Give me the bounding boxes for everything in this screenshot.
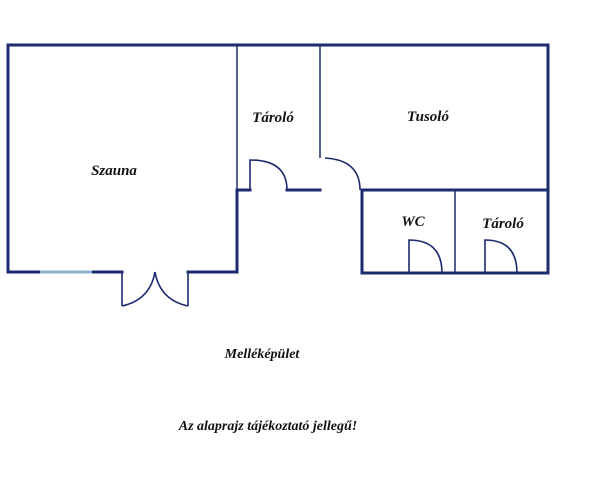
outer-wall-top-left (6, 43, 550, 275)
outer-walls (6, 43, 550, 275)
room-label-szauna: Szauna (91, 163, 137, 179)
disclaimer-caption: Az alaprajz tájékoztató jellegű! (178, 419, 358, 434)
entrance-door (121, 271, 189, 307)
room-label-tarolo: Tároló (252, 110, 294, 126)
building-caption: Melléképület (224, 347, 301, 362)
tarolo-door (249, 159, 288, 191)
inner-step-wall (360, 188, 550, 275)
interior-walls (236, 45, 456, 273)
wc-door (408, 239, 443, 274)
outer-wall-bottom-mid (186, 188, 252, 274)
room-label-wc: WC (401, 214, 425, 230)
tusolo-door (324, 157, 361, 191)
room-label-tarolo-2: Tároló (482, 216, 524, 232)
tarolo-2-door (484, 239, 518, 274)
room-label-tusolo: Tusoló (407, 109, 449, 125)
doors (121, 157, 518, 307)
